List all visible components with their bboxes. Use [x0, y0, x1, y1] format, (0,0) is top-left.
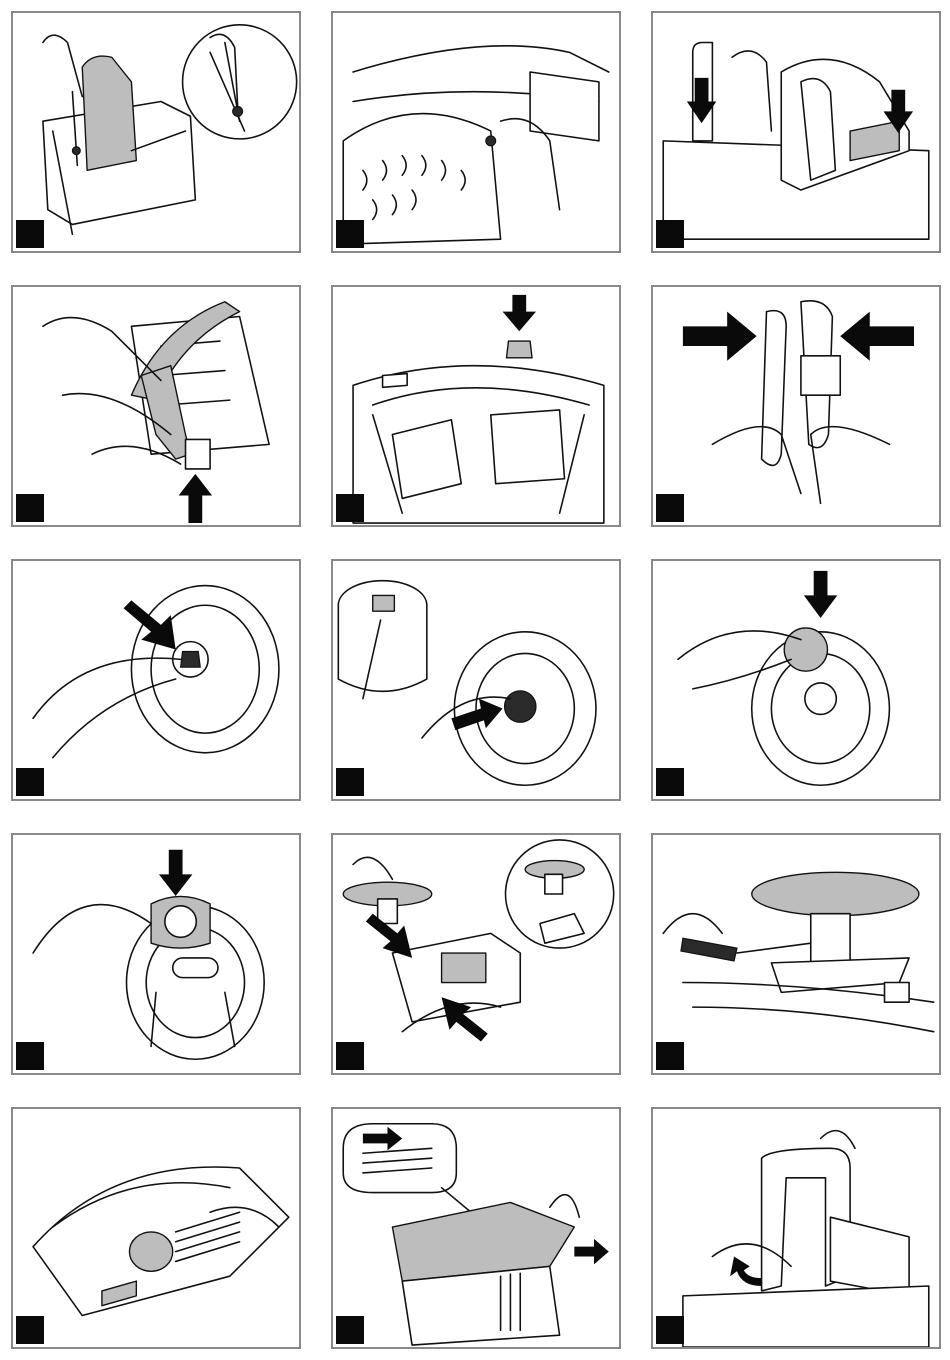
step-number-badge	[656, 768, 684, 796]
seat-belt-illustration	[13, 287, 299, 525]
step-number-badge	[656, 1042, 684, 1070]
instruction-panel-14	[331, 1107, 621, 1349]
step-number-badge	[336, 768, 364, 796]
step-number-badge	[16, 220, 44, 248]
hood-removal-illustration	[333, 1109, 619, 1347]
step-number-badge	[336, 494, 364, 522]
step-number-badge	[336, 1042, 364, 1070]
instruction-panel-5	[331, 285, 621, 527]
horn-battery-illustration	[333, 561, 619, 799]
instruction-panel-10	[11, 833, 301, 1075]
steering-column-illustration	[333, 835, 619, 1073]
instruction-panel-3	[651, 11, 941, 253]
step-number-badge	[16, 768, 44, 796]
instruction-panel-12	[651, 833, 941, 1075]
step-number-badge	[656, 220, 684, 248]
step-number-badge	[336, 220, 364, 248]
step-number-badge	[16, 494, 44, 522]
step-number-badge	[656, 1316, 684, 1344]
step-number-badge	[16, 1042, 44, 1070]
roll-bar-cap-illustration	[333, 287, 619, 525]
wheel-fender-illustration	[333, 13, 619, 251]
instruction-panel-13	[11, 1107, 301, 1349]
instruction-panel-11	[331, 833, 621, 1075]
instruction-panel-6	[651, 285, 941, 527]
wheel-hub-illustration	[13, 561, 299, 799]
hood-grille-illustration	[13, 1109, 299, 1347]
instruction-panel-4	[11, 285, 301, 527]
instruction-panel-1	[11, 11, 301, 253]
seat-tilt-illustration	[653, 1109, 939, 1347]
step-number-badge	[16, 1316, 44, 1344]
instruction-panel-15	[651, 1107, 941, 1349]
horn-cover-illustration	[653, 561, 939, 799]
seat-screw-illustration	[13, 13, 299, 251]
wheel-cap-illustration	[13, 835, 299, 1073]
steering-screwdriver-illustration	[653, 835, 939, 1073]
instruction-panel-9	[651, 559, 941, 801]
step-number-badge	[336, 1316, 364, 1344]
instruction-panel-2	[331, 11, 621, 253]
instruction-panel-7	[11, 559, 301, 801]
steering-halves-illustration	[653, 287, 939, 525]
roll-bar-illustration	[653, 13, 939, 251]
instruction-panel-8	[331, 559, 621, 801]
step-number-badge	[656, 494, 684, 522]
